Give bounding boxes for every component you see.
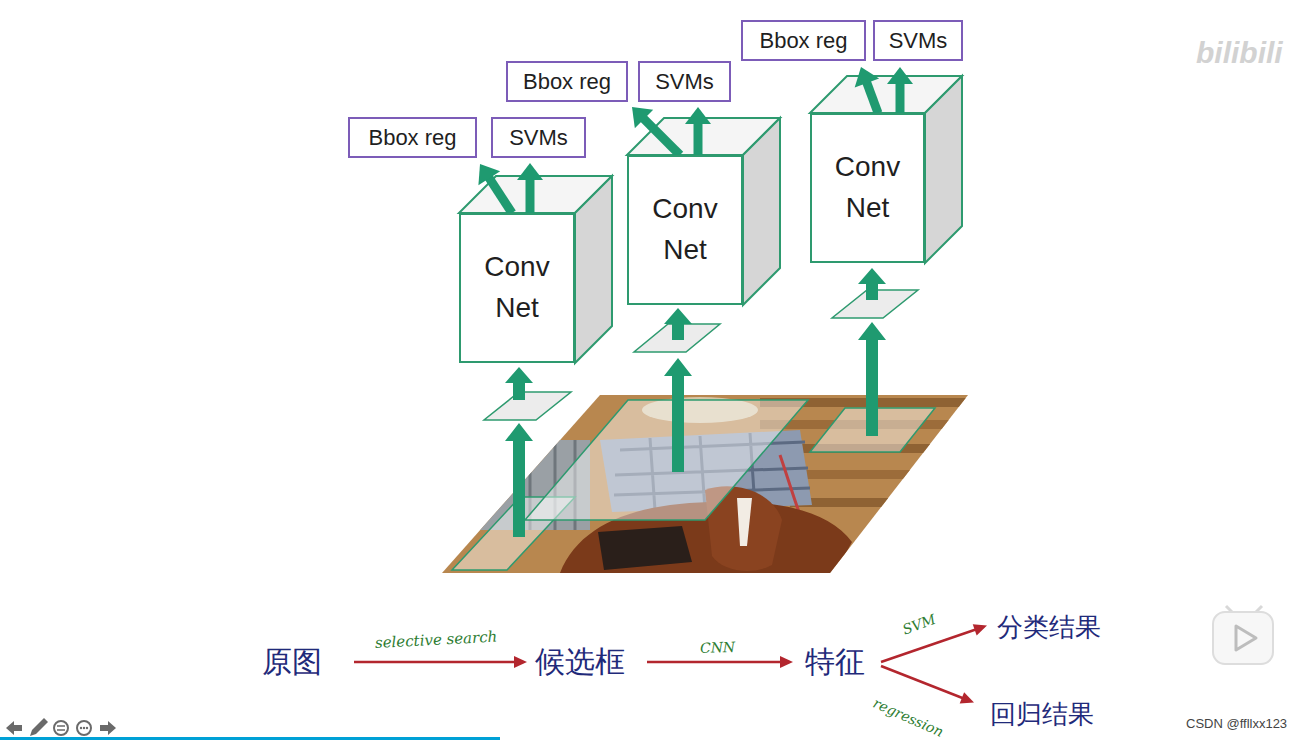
credit-text: CSDN @ffllxx123 <box>1186 716 1287 731</box>
connector-line <box>881 629 977 662</box>
arrow-head <box>973 624 987 635</box>
node-text: Conv Net <box>469 247 565 328</box>
node-text: SVMs <box>655 69 714 95</box>
forward-icon <box>100 721 116 735</box>
connector-line <box>881 666 964 699</box>
plank <box>780 470 970 479</box>
horse-blaze <box>737 498 752 546</box>
connector-line <box>526 177 535 213</box>
node-text: Bbox reg <box>759 28 847 54</box>
convnet-box: Conv Net <box>810 113 925 263</box>
node-text: 分类结果 <box>997 612 1101 643</box>
connector-line <box>487 175 512 213</box>
arrow-head <box>960 692 974 703</box>
node-text: 候选框 <box>535 644 625 680</box>
connector-line <box>866 80 878 113</box>
flow-step: 回归结果 <box>988 699 1096 730</box>
menu-icon <box>54 721 68 735</box>
up-arrow <box>505 423 533 537</box>
node-text: SVMs <box>889 28 948 54</box>
back-icon <box>6 721 22 735</box>
connector-line <box>354 661 517 664</box>
connector-line <box>642 117 680 155</box>
wood-ground <box>440 393 970 575</box>
node-text: SVMs <box>509 125 568 151</box>
watermark: bilibili <box>1196 36 1283 70</box>
arrow-head <box>514 656 527 668</box>
cube-side <box>925 76 962 263</box>
node-text: 回归结果 <box>990 699 1094 730</box>
more-icon <box>77 721 91 735</box>
up-arrow <box>505 367 533 400</box>
node-text: Bbox reg <box>368 125 456 151</box>
button-body <box>1213 612 1273 664</box>
flow-step: 特征 <box>803 644 867 680</box>
cube-side <box>743 118 780 305</box>
head-box: SVMs <box>873 20 963 61</box>
photo <box>440 393 970 575</box>
play-icon <box>1236 626 1256 650</box>
arrow-head <box>780 656 793 668</box>
node-text: 原图 <box>262 644 322 680</box>
toolbar <box>6 718 116 736</box>
more-dot <box>83 727 85 729</box>
more-dot <box>86 727 88 729</box>
up-arrow <box>664 308 692 340</box>
connector <box>887 67 913 113</box>
edge-label: regression <box>871 695 946 740</box>
flow-step: 候选框 <box>533 644 627 680</box>
arrow-head <box>685 107 711 124</box>
arrow-head <box>887 67 913 84</box>
connector <box>478 164 512 213</box>
progress-bar <box>0 737 500 740</box>
connector <box>647 656 793 668</box>
connector <box>685 107 711 155</box>
connector <box>517 163 543 213</box>
head-box: Bbox reg <box>741 20 866 61</box>
menu-lines <box>57 726 65 730</box>
up-arrow <box>858 322 886 436</box>
cube-side <box>575 176 612 363</box>
node-text: 特征 <box>805 644 865 680</box>
convnet-box: Conv Net <box>459 213 575 363</box>
node-text: Bbox reg <box>523 69 611 95</box>
connector <box>881 624 987 662</box>
player-button <box>1213 606 1273 664</box>
node-text: Conv Net <box>820 147 916 228</box>
connector-line <box>694 121 703 155</box>
edge-label: CNN <box>700 639 736 656</box>
connector <box>855 67 879 113</box>
connector <box>354 656 527 668</box>
edge-label: SVM <box>900 611 937 638</box>
head-box: Bbox reg <box>506 61 628 102</box>
connector <box>881 666 974 703</box>
flow-step: 分类结果 <box>995 612 1103 643</box>
arrow-head <box>478 164 500 185</box>
connector-line <box>896 81 905 113</box>
connector <box>632 107 680 155</box>
region-patch <box>525 400 808 520</box>
arrow-head <box>855 67 879 87</box>
plank <box>790 498 970 507</box>
edge-label: selective search <box>375 628 498 652</box>
pen-icon <box>30 718 48 736</box>
warped-patch <box>484 392 571 420</box>
more-dot <box>80 727 82 729</box>
saddle <box>598 526 692 570</box>
convnet-box: Conv Net <box>627 155 743 305</box>
arrow-head <box>632 107 653 128</box>
connector-line <box>647 661 783 664</box>
head-box: Bbox reg <box>348 117 477 158</box>
node-text: Conv Net <box>637 189 733 270</box>
flow-step: 原图 <box>260 644 324 680</box>
head-box: SVMs <box>638 61 731 102</box>
head-box: SVMs <box>491 117 586 158</box>
up-arrow <box>664 358 692 472</box>
arrow-head <box>517 163 543 180</box>
up-arrow <box>858 268 886 300</box>
